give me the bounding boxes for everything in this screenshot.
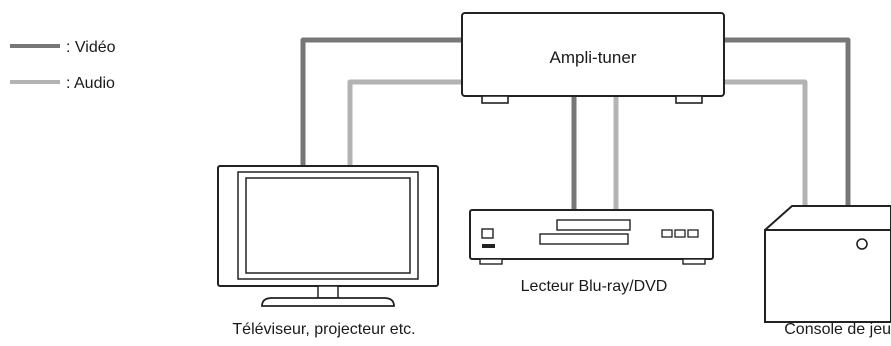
player-button-3 bbox=[687, 229, 699, 238]
legend: : Vidéo : Audio bbox=[10, 39, 116, 92]
amplifier-body bbox=[461, 12, 725, 97]
tv-screen bbox=[245, 177, 411, 274]
console-video-cable bbox=[724, 37, 851, 206]
player-foot-right bbox=[682, 258, 706, 265]
amplifier: Ampli-tuner bbox=[461, 12, 725, 104]
player-label: Lecteur Blu-ray/DVD bbox=[521, 278, 668, 295]
tv-neck bbox=[317, 285, 339, 299]
player-power-button bbox=[481, 228, 494, 239]
tv-stand bbox=[261, 297, 395, 307]
console-front-face bbox=[764, 229, 891, 323]
player-indicator bbox=[482, 244, 495, 248]
legend-video-label: : Vidéo bbox=[66, 39, 116, 56]
legend-audio-label: : Audio bbox=[66, 75, 115, 92]
amplifier-foot-left bbox=[481, 95, 509, 104]
television: Téléviseur, projecteur etc. bbox=[217, 165, 439, 338]
console-label: Console de jeu bbox=[784, 321, 891, 338]
game-console: Console de jeu bbox=[764, 205, 891, 338]
console-audio-cable bbox=[724, 79, 808, 206]
amplifier-label: Ampli-tuner bbox=[550, 48, 637, 67]
console-button bbox=[856, 238, 868, 250]
player-button-1 bbox=[661, 229, 673, 238]
player-button-2 bbox=[674, 229, 686, 238]
player-foot-left bbox=[479, 258, 503, 265]
console-top-face bbox=[764, 205, 891, 231]
player-disc-tray bbox=[556, 219, 631, 231]
tv-video-cable bbox=[300, 37, 462, 168]
tv-label: Téléviseur, projecteur etc. bbox=[232, 321, 415, 338]
cables bbox=[300, 37, 851, 212]
player-display bbox=[539, 233, 629, 245]
tv-audio-cable bbox=[347, 79, 462, 168]
player: Lecteur Blu-ray/DVD bbox=[469, 209, 714, 295]
amplifier-foot-right bbox=[675, 95, 703, 104]
